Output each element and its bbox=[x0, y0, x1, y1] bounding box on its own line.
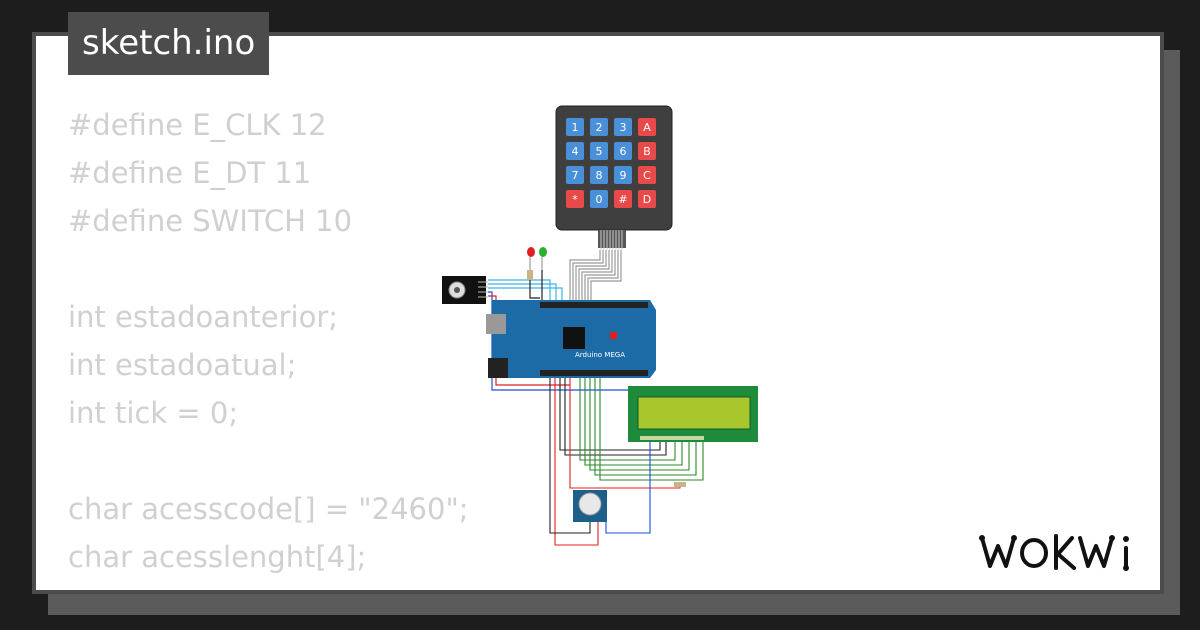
keypad-key bbox=[614, 142, 632, 160]
keypad-key bbox=[638, 142, 656, 160]
code-line: char acesscode[] = "2460"; bbox=[68, 492, 469, 526]
code-line: int estadoatual; bbox=[68, 348, 297, 382]
keypad-key-label: 6 bbox=[620, 145, 627, 158]
keypad-key-label: 3 bbox=[620, 121, 627, 134]
keypad-key bbox=[590, 166, 608, 184]
resistor bbox=[527, 270, 533, 280]
potentiometer bbox=[573, 490, 607, 522]
keypad-key-label: A bbox=[643, 121, 651, 134]
code-preview: #define E_CLK 12 #define E_DT 11 #define… bbox=[68, 101, 469, 581]
rotary-encoder bbox=[442, 276, 488, 304]
keypad-key bbox=[566, 118, 584, 136]
keypad-key bbox=[638, 166, 656, 184]
wokwi-logo bbox=[979, 534, 1129, 571]
keypad-key bbox=[638, 118, 656, 136]
led-green bbox=[539, 247, 547, 270]
resistor bbox=[674, 482, 686, 487]
keypad-key bbox=[566, 190, 584, 208]
keypad-key bbox=[566, 166, 584, 184]
keypad-key bbox=[590, 142, 608, 160]
code-line bbox=[68, 245, 469, 293]
code-line: int estadoanterior; bbox=[68, 300, 339, 334]
keypad: 1 2 3 A 4 5 6 B 7 8 9 C * 0 # D bbox=[555, 105, 673, 250]
keypad-key bbox=[614, 118, 632, 136]
circuit-diagram: 1 2 3 A 4 5 6 B 7 8 9 C * 0 # D Arduino MEGA bbox=[442, 105, 758, 546]
arduino-mega-board: Arduino MEGA bbox=[486, 300, 656, 378]
keypad-key bbox=[566, 142, 584, 160]
code-line: int tick = 0; bbox=[68, 396, 239, 430]
keypad-key bbox=[614, 190, 632, 208]
keypad-key-label: B bbox=[643, 145, 651, 158]
keypad-key-label: D bbox=[643, 193, 651, 206]
board-label: Arduino MEGA bbox=[575, 351, 625, 359]
keypad-key-label: 7 bbox=[572, 169, 579, 182]
keypad-key-label: 0 bbox=[596, 193, 603, 206]
keypad-key-label: * bbox=[572, 193, 578, 206]
code-line: #define E_DT 11 bbox=[68, 156, 312, 190]
keypad-key-label: 4 bbox=[572, 145, 579, 158]
keypad-key-label: 5 bbox=[596, 145, 603, 158]
code-line: #define E_CLK 12 bbox=[68, 108, 327, 142]
code-line bbox=[68, 437, 469, 485]
keypad-key-label: # bbox=[618, 193, 627, 206]
keypad-key-label: 1 bbox=[572, 121, 579, 134]
keypad-key-label: 8 bbox=[596, 169, 603, 182]
keypad-key bbox=[590, 118, 608, 136]
keypad-key bbox=[638, 190, 656, 208]
keypad-key-label: 9 bbox=[620, 169, 627, 182]
filename-tab: sketch.ino bbox=[68, 12, 270, 75]
keypad-key-label: 2 bbox=[596, 121, 603, 134]
keypad-key bbox=[614, 166, 632, 184]
keypad-key bbox=[590, 190, 608, 208]
code-line: char acesslenght[4]; bbox=[68, 540, 367, 574]
led-red bbox=[527, 247, 535, 270]
lcd-display bbox=[628, 386, 758, 442]
code-line: #define SWITCH 10 bbox=[68, 204, 353, 238]
keypad-key-label: C bbox=[643, 169, 651, 182]
